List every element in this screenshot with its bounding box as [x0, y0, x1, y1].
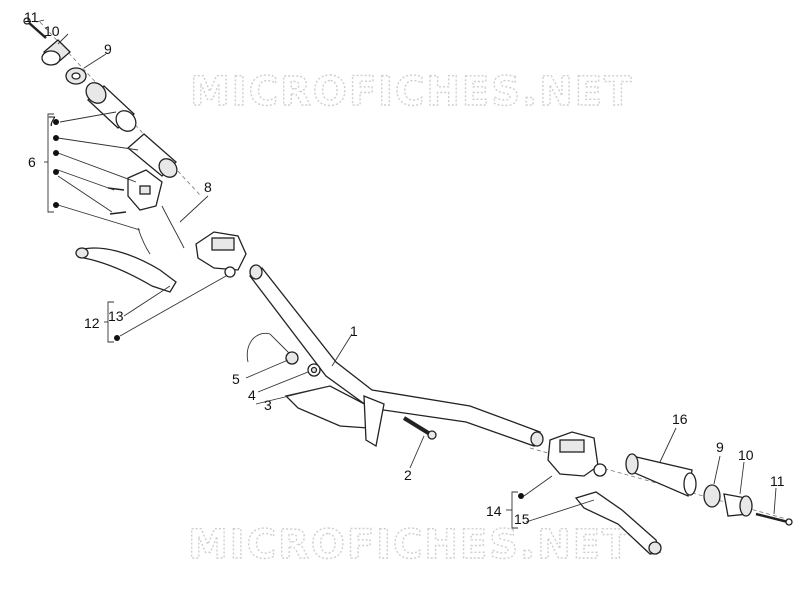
callout-labels: 11 10 9 7 6 8 13 12 1 5 4 3 2 16 9 10 11…	[24, 9, 785, 527]
leader-lines	[35, 19, 777, 529]
callout-9-right: 9	[716, 439, 724, 455]
part-master-cylinder-left	[195, 231, 247, 278]
part-small-screws	[107, 187, 127, 215]
part-lever-left	[75, 247, 177, 293]
callout-5: 5	[232, 371, 240, 387]
callout-14: 14	[486, 503, 502, 519]
callout-4: 4	[248, 387, 256, 403]
part-screw-left	[23, 17, 47, 39]
watermark-bottom: MICROFICHES.NET	[188, 522, 631, 568]
part-u-bolt	[246, 332, 293, 363]
part-switch-housing	[127, 169, 163, 211]
part-screw-right	[755, 512, 793, 526]
part-spacer-left	[65, 67, 87, 85]
callout-10-right: 10	[738, 447, 754, 463]
part-cable-8	[161, 205, 185, 249]
callout-13: 13	[108, 308, 124, 324]
watermark-top: MICROFICHES.NET	[190, 69, 633, 115]
callout-10-top: 10	[44, 23, 60, 39]
callout-3: 3	[264, 397, 272, 413]
part-grip-right	[625, 453, 697, 497]
part-grip-left	[85, 82, 137, 132]
part-bar-end-left	[41, 39, 71, 66]
part-bolt	[402, 416, 437, 440]
callout-15: 15	[514, 511, 530, 527]
callout-16: 16	[672, 411, 688, 427]
part-handlebar	[249, 264, 544, 447]
part-master-cylinder-right	[547, 431, 607, 477]
part-cable-small	[137, 227, 151, 255]
callout-11-top: 11	[24, 9, 39, 25]
part-nuts-washers	[285, 351, 321, 377]
part-throttle-tube	[126, 133, 178, 178]
callout-7: 7	[48, 113, 56, 129]
callout-6: 6	[28, 154, 36, 170]
callout-8: 8	[204, 179, 212, 195]
part-bar-end-right	[723, 493, 753, 517]
part-handlebar-clamp	[284, 385, 385, 448]
part-lever-right	[574, 491, 662, 555]
callout-12: 12	[84, 315, 100, 331]
callout-1: 1	[350, 323, 358, 339]
callout-9-top: 9	[104, 41, 112, 57]
callout-11-right: 11	[770, 473, 785, 489]
part-spacer-right	[703, 484, 721, 508]
callout-2: 2	[404, 467, 412, 483]
